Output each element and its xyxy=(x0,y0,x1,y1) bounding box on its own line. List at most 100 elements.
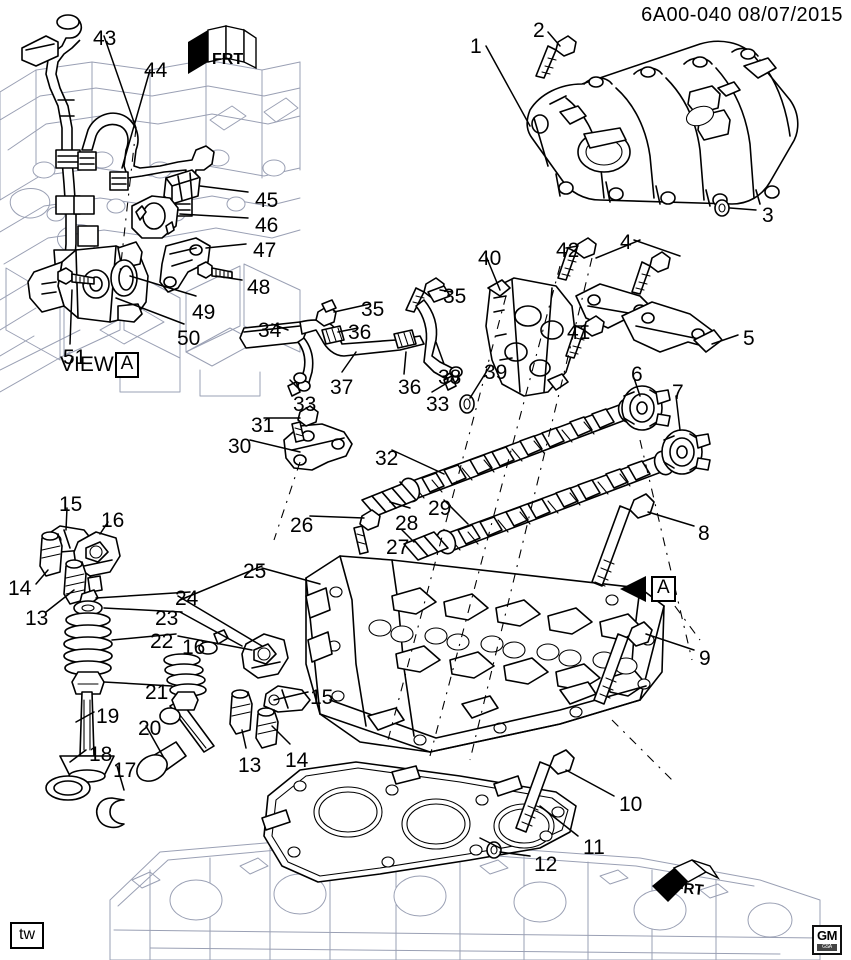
callout-20-exhaust-valve: 20 xyxy=(138,717,162,740)
callout-30-cam-position-actuator-bracket: 30 xyxy=(228,435,252,458)
callout-3-manifold-stud: 3 xyxy=(762,204,774,227)
gm-brand-badge: GM GSA xyxy=(812,925,842,955)
callout-49-pump-o-ring: 49 xyxy=(192,301,216,324)
callout-27-cam-seal: 27 xyxy=(386,536,410,559)
part-16-rocker-assembly-right xyxy=(241,633,289,679)
frt-marker-top-left: FRT xyxy=(186,24,258,81)
view-caption-label: VIEW xyxy=(60,352,114,376)
callout-51-pump-mounting-bolt: 51 xyxy=(63,346,87,369)
document-header-stamp: 6A00-040 08/07/2015 xyxy=(641,4,843,26)
callout-14-lash-adjuster-left: 14 xyxy=(8,577,32,600)
oil-tube-assembly xyxy=(239,277,463,397)
part-46-vacuum-pump-gasket xyxy=(131,195,179,239)
callout-36-tube-clamp-left: 36 xyxy=(348,321,372,344)
frt-arrow-icon: FRT xyxy=(188,25,257,74)
callout-48-bracket-bolt: 48 xyxy=(247,276,271,299)
callout-15-rocker-arm-right: 15 xyxy=(310,686,334,709)
callout-16-rocker-assembly-left: 16 xyxy=(101,509,125,532)
part-22-valve-spring xyxy=(63,612,113,676)
callout-14-lash-adjuster-right: 14 xyxy=(285,749,309,772)
callout-21-valve-stem-seal: 21 xyxy=(145,681,169,704)
part-15-rocker-arm-right xyxy=(263,685,311,713)
callout-8-head-bolt-long: 8 xyxy=(698,522,710,545)
section-view-marker-a: A xyxy=(620,576,676,602)
callout-36-tube-clamp-right: 36 xyxy=(398,376,422,399)
part-7-cam-sprocket-rear xyxy=(661,429,711,475)
part-14-lash-adjuster-right xyxy=(255,707,279,749)
callout-16-rocker-assembly-right: 16 xyxy=(182,636,206,659)
callout-24-valve-key: 24 xyxy=(175,587,199,610)
part-43-oil-level-tube xyxy=(21,14,83,277)
callout-31-bracket-bolt: 31 xyxy=(251,414,275,437)
callout-33-oil-tube-clip-right: 33 xyxy=(426,393,450,416)
corner-tag-bottom-left: tw xyxy=(10,922,44,949)
callout-41-carrier-bolt: 41 xyxy=(567,321,591,344)
callout-11-head-gasket: 11 xyxy=(583,836,605,859)
callout-15-rocker-arm-left: 15 xyxy=(59,493,83,516)
callout-28-cam-thrust-washer: 28 xyxy=(395,512,419,535)
part-40-cam-carrier xyxy=(485,277,577,397)
part-6-cam-sprocket-front xyxy=(621,385,671,431)
part-21-valve-stem-seal xyxy=(71,671,105,695)
callout-25-cylinder-head: 25 xyxy=(243,560,267,583)
callout-2-manifold-bolt: 2 xyxy=(533,19,545,42)
callout-10-head-bolt-lower: 10 xyxy=(619,793,643,816)
part-29-camshaft-exhaust xyxy=(435,450,675,555)
part-3-manifold-stud xyxy=(714,199,730,217)
frt-marker-bottom-right: FRT xyxy=(648,858,722,919)
callout-19-intake-valve: 19 xyxy=(96,705,120,728)
valve-group-secondary xyxy=(159,629,229,725)
detail-view-a-assembly xyxy=(21,14,233,323)
callout-44-fuel-feed-pipe: 44 xyxy=(144,59,168,82)
callout-22-valve-spring: 22 xyxy=(150,630,174,653)
phantom-centerlines xyxy=(119,127,701,785)
part-49-pump-o-ring xyxy=(110,259,138,297)
callout-26-cam-cap-bolt: 26 xyxy=(290,514,314,537)
part-33-oil-tube-clips xyxy=(287,366,463,397)
part-13-valve-lifter-right xyxy=(229,689,253,735)
part-25-cylinder-head xyxy=(305,555,665,753)
callout-4-camshaft-cover-bolt: 4 xyxy=(620,231,632,254)
part-31-bracket-bolt xyxy=(291,405,319,443)
callout-40-cam-carrier: 40 xyxy=(478,247,502,270)
part-4-42-41-carrier-bolts xyxy=(557,237,671,359)
callout-32-camshaft-intake: 32 xyxy=(375,447,399,470)
svg-text:FRT: FRT xyxy=(674,879,705,899)
part-1-intake-manifold xyxy=(526,40,799,207)
callout-47-pump-bracket: 47 xyxy=(253,239,277,262)
part-18-valve-seal-ring xyxy=(45,775,91,801)
frt-arrow-icon-2: FRT xyxy=(652,859,721,902)
view-a-caption: VIEW A xyxy=(60,352,140,378)
part-17-valve-keeper xyxy=(96,797,125,829)
gm-badge-bar: GSA xyxy=(817,944,837,951)
part-51-pump-mounting-bolt xyxy=(57,267,95,285)
callout-38-oil-return-line: 38 xyxy=(438,366,462,389)
callout-35-tube-bolt-right: 35 xyxy=(443,285,467,308)
callout-46-vacuum-pump-gasket: 46 xyxy=(255,214,279,237)
callout-34-oil-feed-tube: 34 xyxy=(258,319,282,342)
part-47-pump-bracket xyxy=(159,237,211,293)
callout-39-cam-cover-seal: 39 xyxy=(484,361,508,384)
callout-50-vacuum-pump: 50 xyxy=(177,327,201,350)
callout-5-cam-bearing-cap: 5 xyxy=(743,327,755,350)
part-27-cam-seal xyxy=(403,531,449,561)
callout-9-head-bolt: 9 xyxy=(699,647,711,670)
callout-33-oil-tube-clip-left: 33 xyxy=(293,393,317,416)
callout-42-carrier-stud: 42 xyxy=(556,239,580,262)
part-26-cam-cap-bolt xyxy=(353,509,381,555)
leader-lines xyxy=(35,31,757,857)
callout-13-valve-lifter-right: 13 xyxy=(238,754,262,777)
callout-17-valve-keeper: 17 xyxy=(113,759,137,782)
callout-12-locating-pin: 12 xyxy=(534,853,558,876)
callout-37-oil-supply-line: 37 xyxy=(330,376,354,399)
part-20-exhaust-valve xyxy=(136,699,215,782)
callout-7-cam-sprocket-rear: 7 xyxy=(672,381,684,404)
part-14-lash-adjuster-left xyxy=(39,531,63,577)
part-5-cam-bearing-caps xyxy=(575,283,723,353)
part-19-intake-valve xyxy=(59,691,115,783)
callout-35-tube-bolt-left: 35 xyxy=(361,298,385,321)
part-39-cam-cover-seal xyxy=(459,394,475,414)
section-marker-letter: A xyxy=(651,576,676,602)
part-32-camshaft-intake xyxy=(399,398,639,503)
